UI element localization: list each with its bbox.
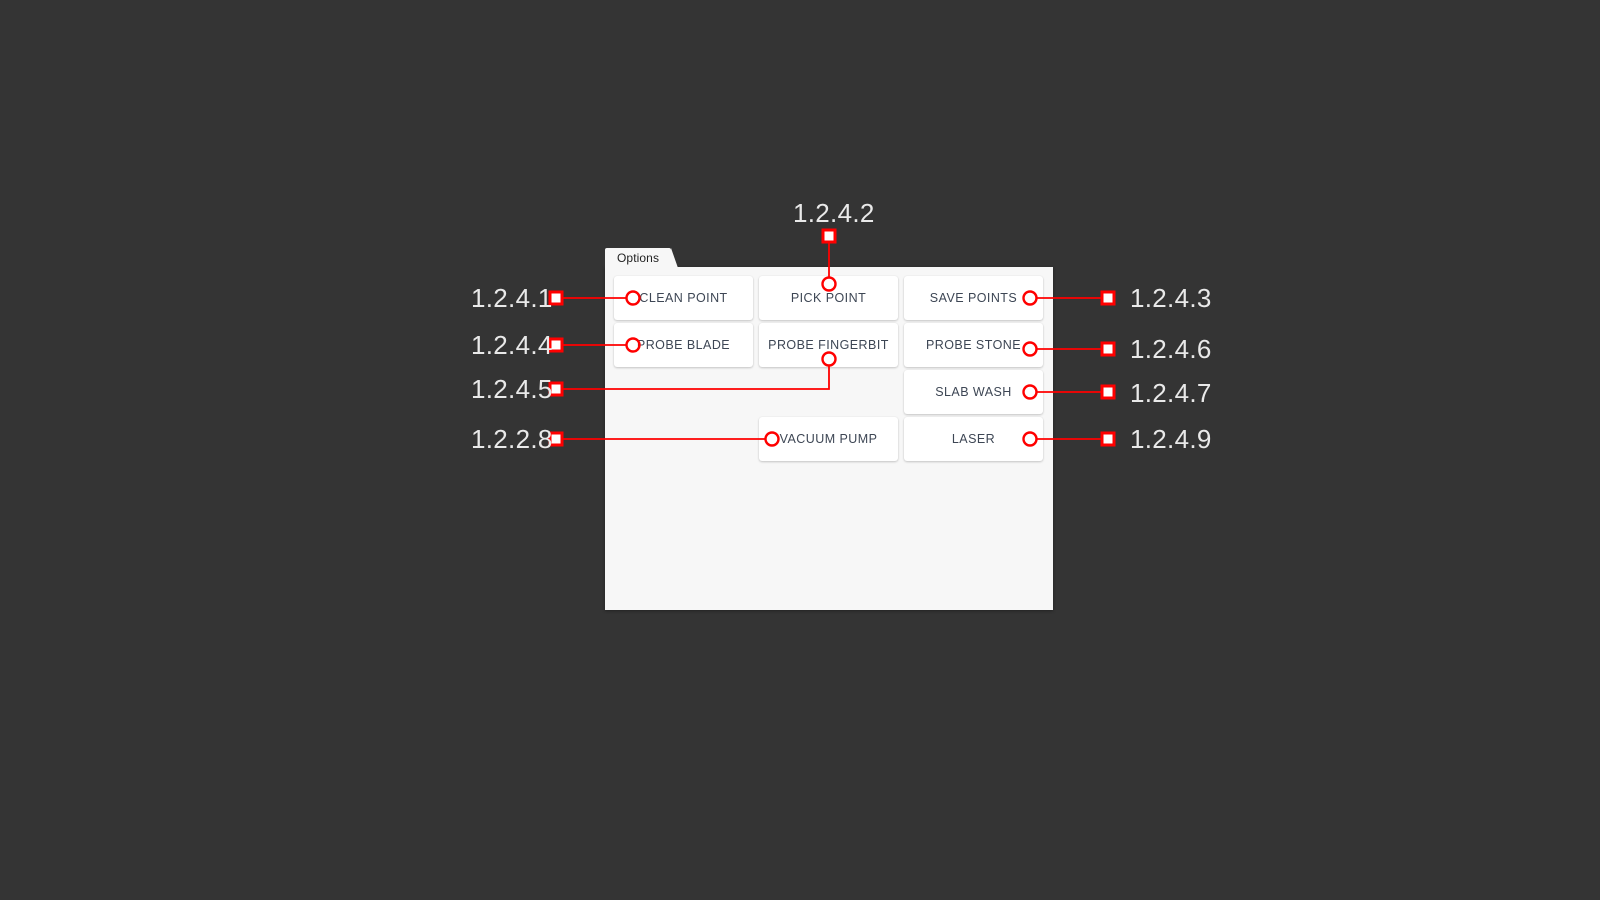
- option-button-label: LASER: [951, 432, 996, 446]
- annotation-label-anno-1-2-4-9: 1.2.4.9: [1130, 424, 1212, 454]
- option-button-laser[interactable]: LASER: [904, 417, 1043, 461]
- connector-square-marker-anno-1-2-4-9: [1100, 431, 1116, 447]
- option-button-vacuum-pump[interactable]: VACUUM PUMP: [759, 417, 898, 461]
- option-button-label: VACUUM PUMP: [779, 432, 878, 446]
- connector-square-marker-anno-1-2-4-3: [1100, 290, 1116, 306]
- option-button-pick-point[interactable]: PICK POINT: [759, 276, 898, 320]
- option-button-probe-blade[interactable]: PROBE BLADE: [614, 323, 753, 367]
- annotation-label-anno-1-2-4-7: 1.2.4.7: [1130, 378, 1212, 408]
- option-button-slab-wash[interactable]: SLAB WASH: [904, 370, 1043, 414]
- tab-strip: Options: [605, 248, 679, 268]
- option-button-save-points[interactable]: SAVE POINTS: [904, 276, 1043, 320]
- option-button-label: CLEAN POINT: [639, 291, 728, 305]
- annotation-label-anno-1-2-4-5: 1.2.4.5: [471, 374, 553, 404]
- annotation-label-anno-1-2-4-4: 1.2.4.4: [471, 330, 553, 360]
- annotation-label-anno-1-2-2-8: 1.2.2.8: [471, 424, 553, 454]
- annotation-label-anno-1-2-4-3: 1.2.4.3: [1130, 283, 1212, 313]
- option-button-label: PROBE STONE: [925, 338, 1022, 352]
- option-button-label: PICK POINT: [790, 291, 867, 305]
- annotation-label-anno-1-2-4-1: 1.2.4.1: [471, 283, 553, 313]
- option-button-label: PROBE FINGERBIT: [768, 338, 889, 352]
- annotation-label-anno-1-2-4-2: 1.2.4.2: [793, 198, 875, 228]
- option-button-probe-stone[interactable]: PROBE STONE: [904, 323, 1043, 367]
- option-button-clean-point[interactable]: CLEAN POINT: [614, 276, 753, 320]
- option-button-label: PROBE BLADE: [636, 338, 731, 352]
- option-button-label: SAVE POINTS: [929, 291, 1018, 305]
- option-button-label: SLAB WASH: [935, 385, 1012, 399]
- connector-square-marker-anno-1-2-4-2: [821, 228, 837, 244]
- tab-options[interactable]: Options: [605, 248, 679, 268]
- annotation-label-anno-1-2-4-6: 1.2.4.6: [1130, 334, 1212, 364]
- connector-square-marker-anno-1-2-4-6: [1100, 341, 1116, 357]
- option-button-probe-fingerbit[interactable]: PROBE FINGERBIT: [759, 323, 898, 367]
- connector-square-marker-anno-1-2-4-7: [1100, 384, 1116, 400]
